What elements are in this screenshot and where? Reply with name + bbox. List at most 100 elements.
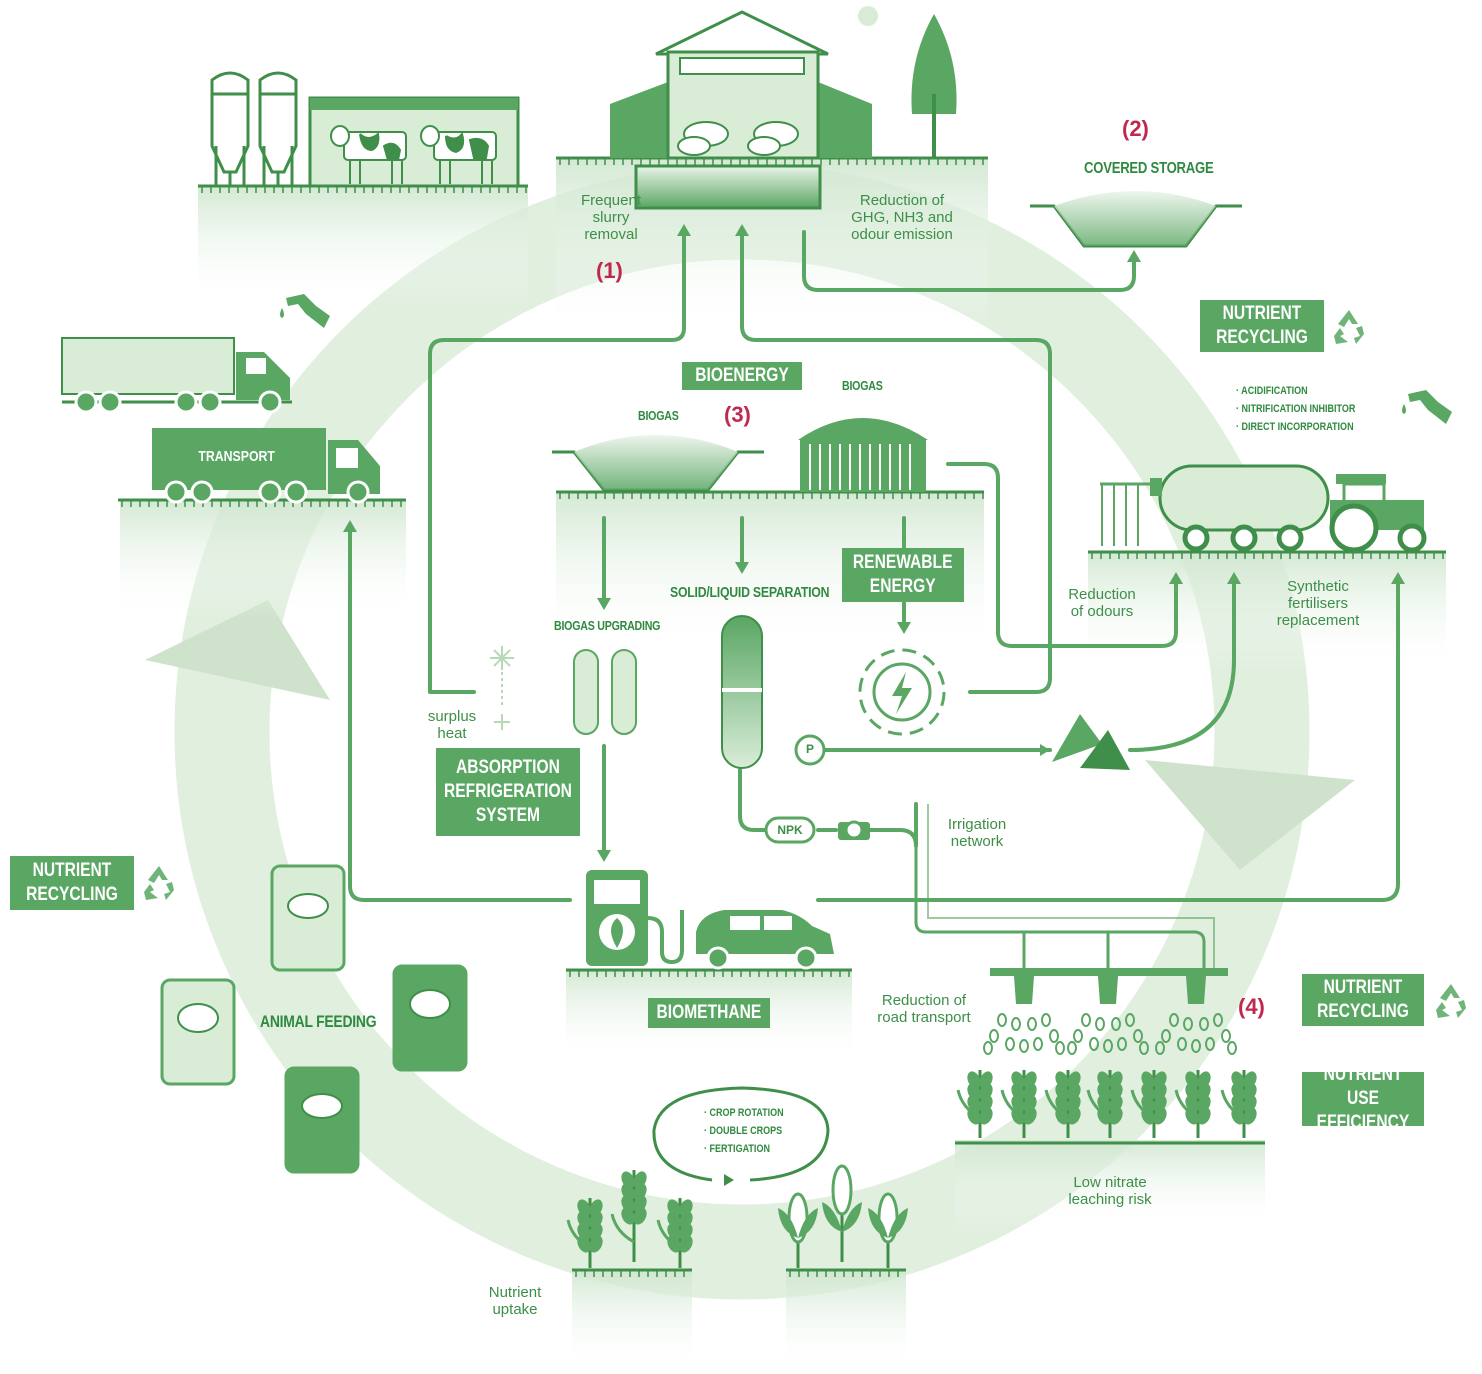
corn-leaf: [888, 1208, 908, 1238]
grain: [589, 1235, 603, 1253]
corn-plants: [778, 1164, 908, 1268]
water-drop: [1169, 1013, 1179, 1027]
car: [696, 910, 834, 970]
leaf: [1044, 1089, 1069, 1120]
biogas-upgrading-label: BIOGAS UPGRADING: [554, 618, 661, 633]
wheel: [174, 390, 198, 414]
snowflake-icon: [490, 646, 514, 730]
water-drop: [1205, 1037, 1215, 1051]
bullet-acidification: · ACIDIFICATION: [1236, 385, 1308, 397]
water-drop: [1011, 1017, 1021, 1031]
biogas-left-label: BIOGAS: [638, 408, 679, 423]
crop-rotation-cycle: [652, 1086, 830, 1186]
wheel: [284, 480, 308, 504]
leaf: [656, 1219, 681, 1250]
water-drop: [1027, 1017, 1037, 1031]
wheat-plants-right: [956, 1070, 1257, 1138]
nutrient-recycling-left-box: NUTRIENT RECYCLING: [10, 856, 134, 910]
water-drop: [983, 1041, 993, 1055]
water-drop: [1081, 1013, 1091, 1027]
grain: [679, 1235, 693, 1253]
corn-leaf: [822, 1202, 842, 1232]
recycle-icon: [138, 862, 180, 904]
water-drop: [1111, 1017, 1121, 1031]
truck-wheels: [74, 390, 282, 414]
water-drops: [983, 1013, 1237, 1055]
surplus-heat-label: surplus heat: [427, 708, 477, 742]
nutrient-recycling-right-box: NUTRIENT RECYCLING: [1302, 974, 1424, 1026]
covered-storage: [1030, 191, 1242, 248]
water-drop: [1033, 1037, 1043, 1051]
sprinkler: [1014, 976, 1034, 1004]
corn-leaf: [778, 1208, 798, 1238]
sun-dot: [858, 6, 878, 26]
low-nitrate-label: Low nitrate leaching risk: [1068, 1174, 1152, 1208]
corn-leaf: [842, 1202, 862, 1232]
corn-leaf: [868, 1208, 888, 1238]
water-drop: [1155, 1041, 1165, 1055]
cycle-arrow-left: [145, 600, 330, 700]
fuel-station: [586, 870, 684, 966]
slurry-tanker: [1100, 464, 1330, 532]
silos: [210, 71, 298, 186]
synthetic-fertilisers-label: Synthetic fertilisers replacement: [1276, 578, 1360, 629]
cow-1: [330, 125, 407, 184]
water-drop: [1125, 1013, 1135, 1027]
water-drop: [1139, 1041, 1149, 1055]
water-drop: [1191, 1039, 1201, 1053]
step-4-marker: (4): [1238, 994, 1265, 1019]
transport-box: TRANSPORT: [198, 448, 276, 465]
bioenergy-box: BIOENERGY: [682, 362, 802, 390]
biomethane-box: BIOMETHANE: [648, 998, 770, 1028]
recycle-icon: [1430, 980, 1472, 1022]
wheel: [346, 480, 370, 504]
water-drop: [1213, 1013, 1223, 1027]
leaf: [1220, 1089, 1245, 1120]
digester-dome: [798, 418, 928, 492]
wheel: [74, 390, 98, 414]
tractor-wheel: [1329, 503, 1379, 553]
energy-symbol: [858, 648, 946, 736]
flow-arrowheads: [343, 224, 1405, 862]
solid-liquid-label: SOLID/LIQUID SEPARATION: [670, 584, 830, 601]
pump-valve: [838, 820, 870, 840]
frequent-slurry-label: Frequent slurry removal: [580, 192, 642, 243]
step-1-marker: (1): [596, 258, 623, 283]
upgrading-tubes: [573, 649, 637, 735]
leaf: [956, 1089, 981, 1120]
leaf: [1174, 1089, 1199, 1120]
sprinkler: [1186, 976, 1206, 1004]
water-drop: [1183, 1017, 1193, 1031]
water-drop: [1221, 1029, 1231, 1043]
grain: [621, 1207, 635, 1225]
leaf: [1086, 1089, 1111, 1120]
npk-tag-label: NPK: [777, 823, 803, 837]
covered-storage-label: COVERED STORAGE: [1084, 160, 1214, 177]
transport-truck: [152, 428, 380, 494]
ground-fades: [120, 158, 1446, 1370]
water-drop: [1067, 1041, 1077, 1055]
wheel: [258, 390, 282, 414]
grain: [633, 1207, 647, 1225]
p-tag: [794, 734, 826, 766]
absorption-box: ABSORPTION REFRIGERATION SYSTEM: [436, 748, 580, 836]
wheel: [198, 390, 222, 414]
bullet-double-crops: · DOUBLE CROPS: [704, 1125, 783, 1137]
leaf-icon: [611, 918, 623, 948]
corn-cob: [831, 1164, 853, 1216]
bullet-nitrification: · NITRIFICATION INHIBITOR: [1236, 403, 1356, 415]
sprinklers: [1014, 976, 1206, 1004]
tree-icon: [911, 14, 957, 158]
wheel: [98, 390, 122, 414]
wheel: [258, 480, 282, 504]
wheat-plants-left: [566, 1170, 693, 1268]
water-drop: [1049, 1029, 1059, 1043]
bullet-crop-rotation: · CROP ROTATION: [704, 1107, 784, 1119]
p-tag-label: P: [805, 742, 814, 756]
step-3-marker: (3): [724, 402, 751, 427]
injectors: [1101, 484, 1139, 546]
fuel-nozzle-icon: [276, 288, 338, 332]
biogas-right-label: BIOGAS: [842, 378, 883, 393]
nutrient-uptake-label: Nutrient uptake: [488, 1284, 542, 1318]
